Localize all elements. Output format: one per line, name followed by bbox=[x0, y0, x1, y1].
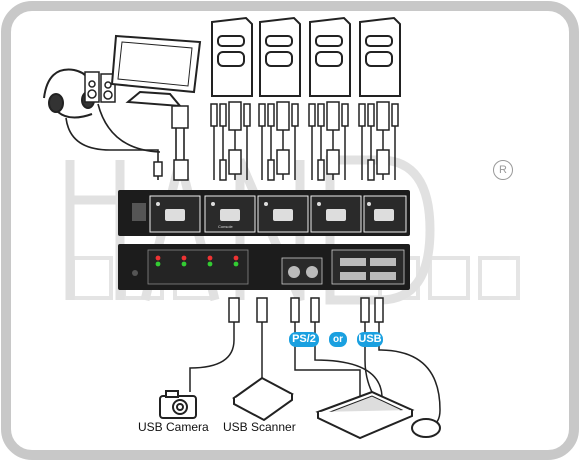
console-port-label: Console bbox=[218, 224, 233, 229]
kvm-front-panel bbox=[118, 244, 410, 290]
monitor-vga-plug bbox=[153, 105, 189, 181]
pc-cables bbox=[210, 101, 399, 181]
monitor-icon bbox=[110, 34, 202, 108]
mouse-icon bbox=[411, 418, 441, 438]
usb-peripheral-cables bbox=[189, 297, 268, 392]
usb-badge: USB bbox=[357, 332, 383, 347]
registered-trademark-icon: R bbox=[493, 160, 513, 180]
camera-icon bbox=[159, 390, 197, 419]
speakers-icon bbox=[84, 71, 116, 103]
or-badge: or bbox=[329, 332, 347, 347]
pc-tower-1 bbox=[211, 16, 253, 97]
usb-scanner-label: USB Scanner bbox=[223, 420, 296, 434]
scanner-icon bbox=[232, 376, 294, 422]
port-select-leds bbox=[155, 255, 239, 267]
usb-camera-label: USB Camera bbox=[138, 420, 209, 434]
pc-tower-3 bbox=[309, 16, 351, 97]
keyboard-icon bbox=[315, 390, 415, 440]
pc-tower-4 bbox=[359, 16, 401, 97]
kvm-rear-panel: Console bbox=[118, 190, 410, 236]
ps2-badge: PS/2 bbox=[289, 332, 319, 347]
pc-tower-2 bbox=[259, 16, 301, 97]
audio-cable bbox=[65, 103, 185, 180]
